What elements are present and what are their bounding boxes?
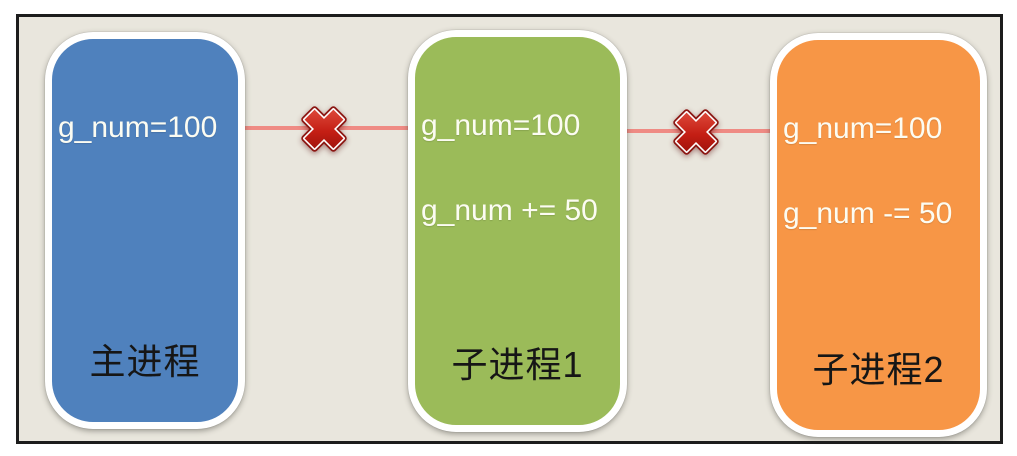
code-line: g_num -= 50 bbox=[783, 197, 953, 230]
process-label-main: 主进程 bbox=[89, 341, 201, 382]
process-box-child2: g_num=100 g_num -= 50 子进程2 bbox=[770, 33, 987, 437]
red-cross-icon bbox=[297, 102, 351, 156]
process-box-child1: g_num=100 g_num += 50 子进程1 bbox=[408, 30, 627, 432]
process-label-child2: 子进程2 bbox=[812, 349, 945, 390]
code-line: g_num=100 bbox=[58, 111, 218, 144]
process-label-child1: 子进程1 bbox=[451, 344, 584, 385]
diagram-canvas: g_num=100 主进程 g_num=100 g_num += 50 子进程1… bbox=[16, 14, 1003, 444]
red-cross-icon bbox=[669, 105, 723, 159]
code-line: g_num=100 bbox=[421, 109, 581, 142]
code-line: g_num += 50 bbox=[421, 194, 598, 227]
code-line: g_num=100 bbox=[783, 112, 943, 145]
process-box-main: g_num=100 主进程 bbox=[45, 32, 245, 429]
